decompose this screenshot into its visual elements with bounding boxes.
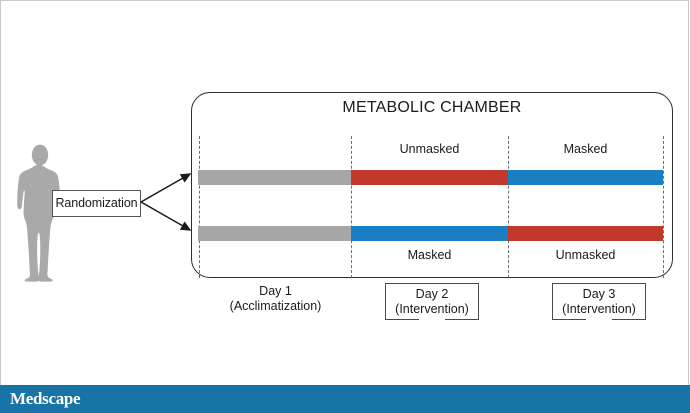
arm-top-segment-day3 bbox=[508, 170, 663, 185]
human-silhouette-icon bbox=[8, 143, 72, 286]
brand-footer-bar: Medscape bbox=[0, 385, 690, 413]
day2-box-bottom-left bbox=[385, 319, 419, 320]
arm-bottom-day2-condition: Masked bbox=[407, 248, 452, 262]
randomization-label: Randomization bbox=[55, 196, 138, 211]
randomization-arrows bbox=[140, 173, 192, 231]
day1-caption: Day 1 (Acclimatization) bbox=[199, 284, 352, 314]
arm-top-timeline bbox=[198, 170, 663, 185]
day-divider-2 bbox=[508, 136, 509, 278]
arm-top-day3-condition: Masked bbox=[563, 142, 608, 156]
day3-subtitle: (Intervention) bbox=[562, 302, 636, 316]
chamber-title: METABOLIC CHAMBER bbox=[342, 99, 522, 116]
arm-top-day2-condition: Unmasked bbox=[399, 142, 460, 156]
arm-bottom-segment-day1 bbox=[198, 226, 351, 241]
arrow-to-arm-top bbox=[140, 173, 192, 203]
day-divider-start bbox=[199, 136, 200, 278]
day2-subtitle: (Intervention) bbox=[395, 302, 469, 316]
randomization-box: Randomization bbox=[52, 190, 141, 217]
day1-title: Day 1 bbox=[259, 284, 292, 298]
arrow-to-arm-bottom bbox=[140, 201, 192, 231]
day3-box-bottom-right bbox=[612, 319, 646, 320]
day3-title: Day 3 bbox=[582, 287, 616, 301]
day-divider-end bbox=[663, 136, 664, 278]
day2-box-bottom-right bbox=[445, 319, 479, 320]
day1-subtitle: (Acclimatization) bbox=[229, 299, 322, 313]
arm-bottom-segment-day3 bbox=[508, 226, 663, 241]
day3-caption-box: Day 3 (Intervention) bbox=[552, 283, 646, 320]
metabolic-chamber bbox=[191, 92, 673, 278]
arm-bottom-day3-condition: Unmasked bbox=[555, 248, 616, 262]
arm-bottom-timeline bbox=[198, 226, 663, 241]
arm-top-segment-day2 bbox=[351, 170, 508, 185]
day2-caption-box: Day 2 (Intervention) bbox=[385, 283, 479, 320]
day3-box-bottom-left bbox=[552, 319, 586, 320]
day-divider-1 bbox=[351, 136, 352, 278]
arm-top-segment-day1 bbox=[198, 170, 351, 185]
medscape-wordmark: Medscape bbox=[10, 389, 81, 408]
arm-bottom-segment-day2 bbox=[351, 226, 508, 241]
day2-title: Day 2 bbox=[415, 287, 449, 301]
